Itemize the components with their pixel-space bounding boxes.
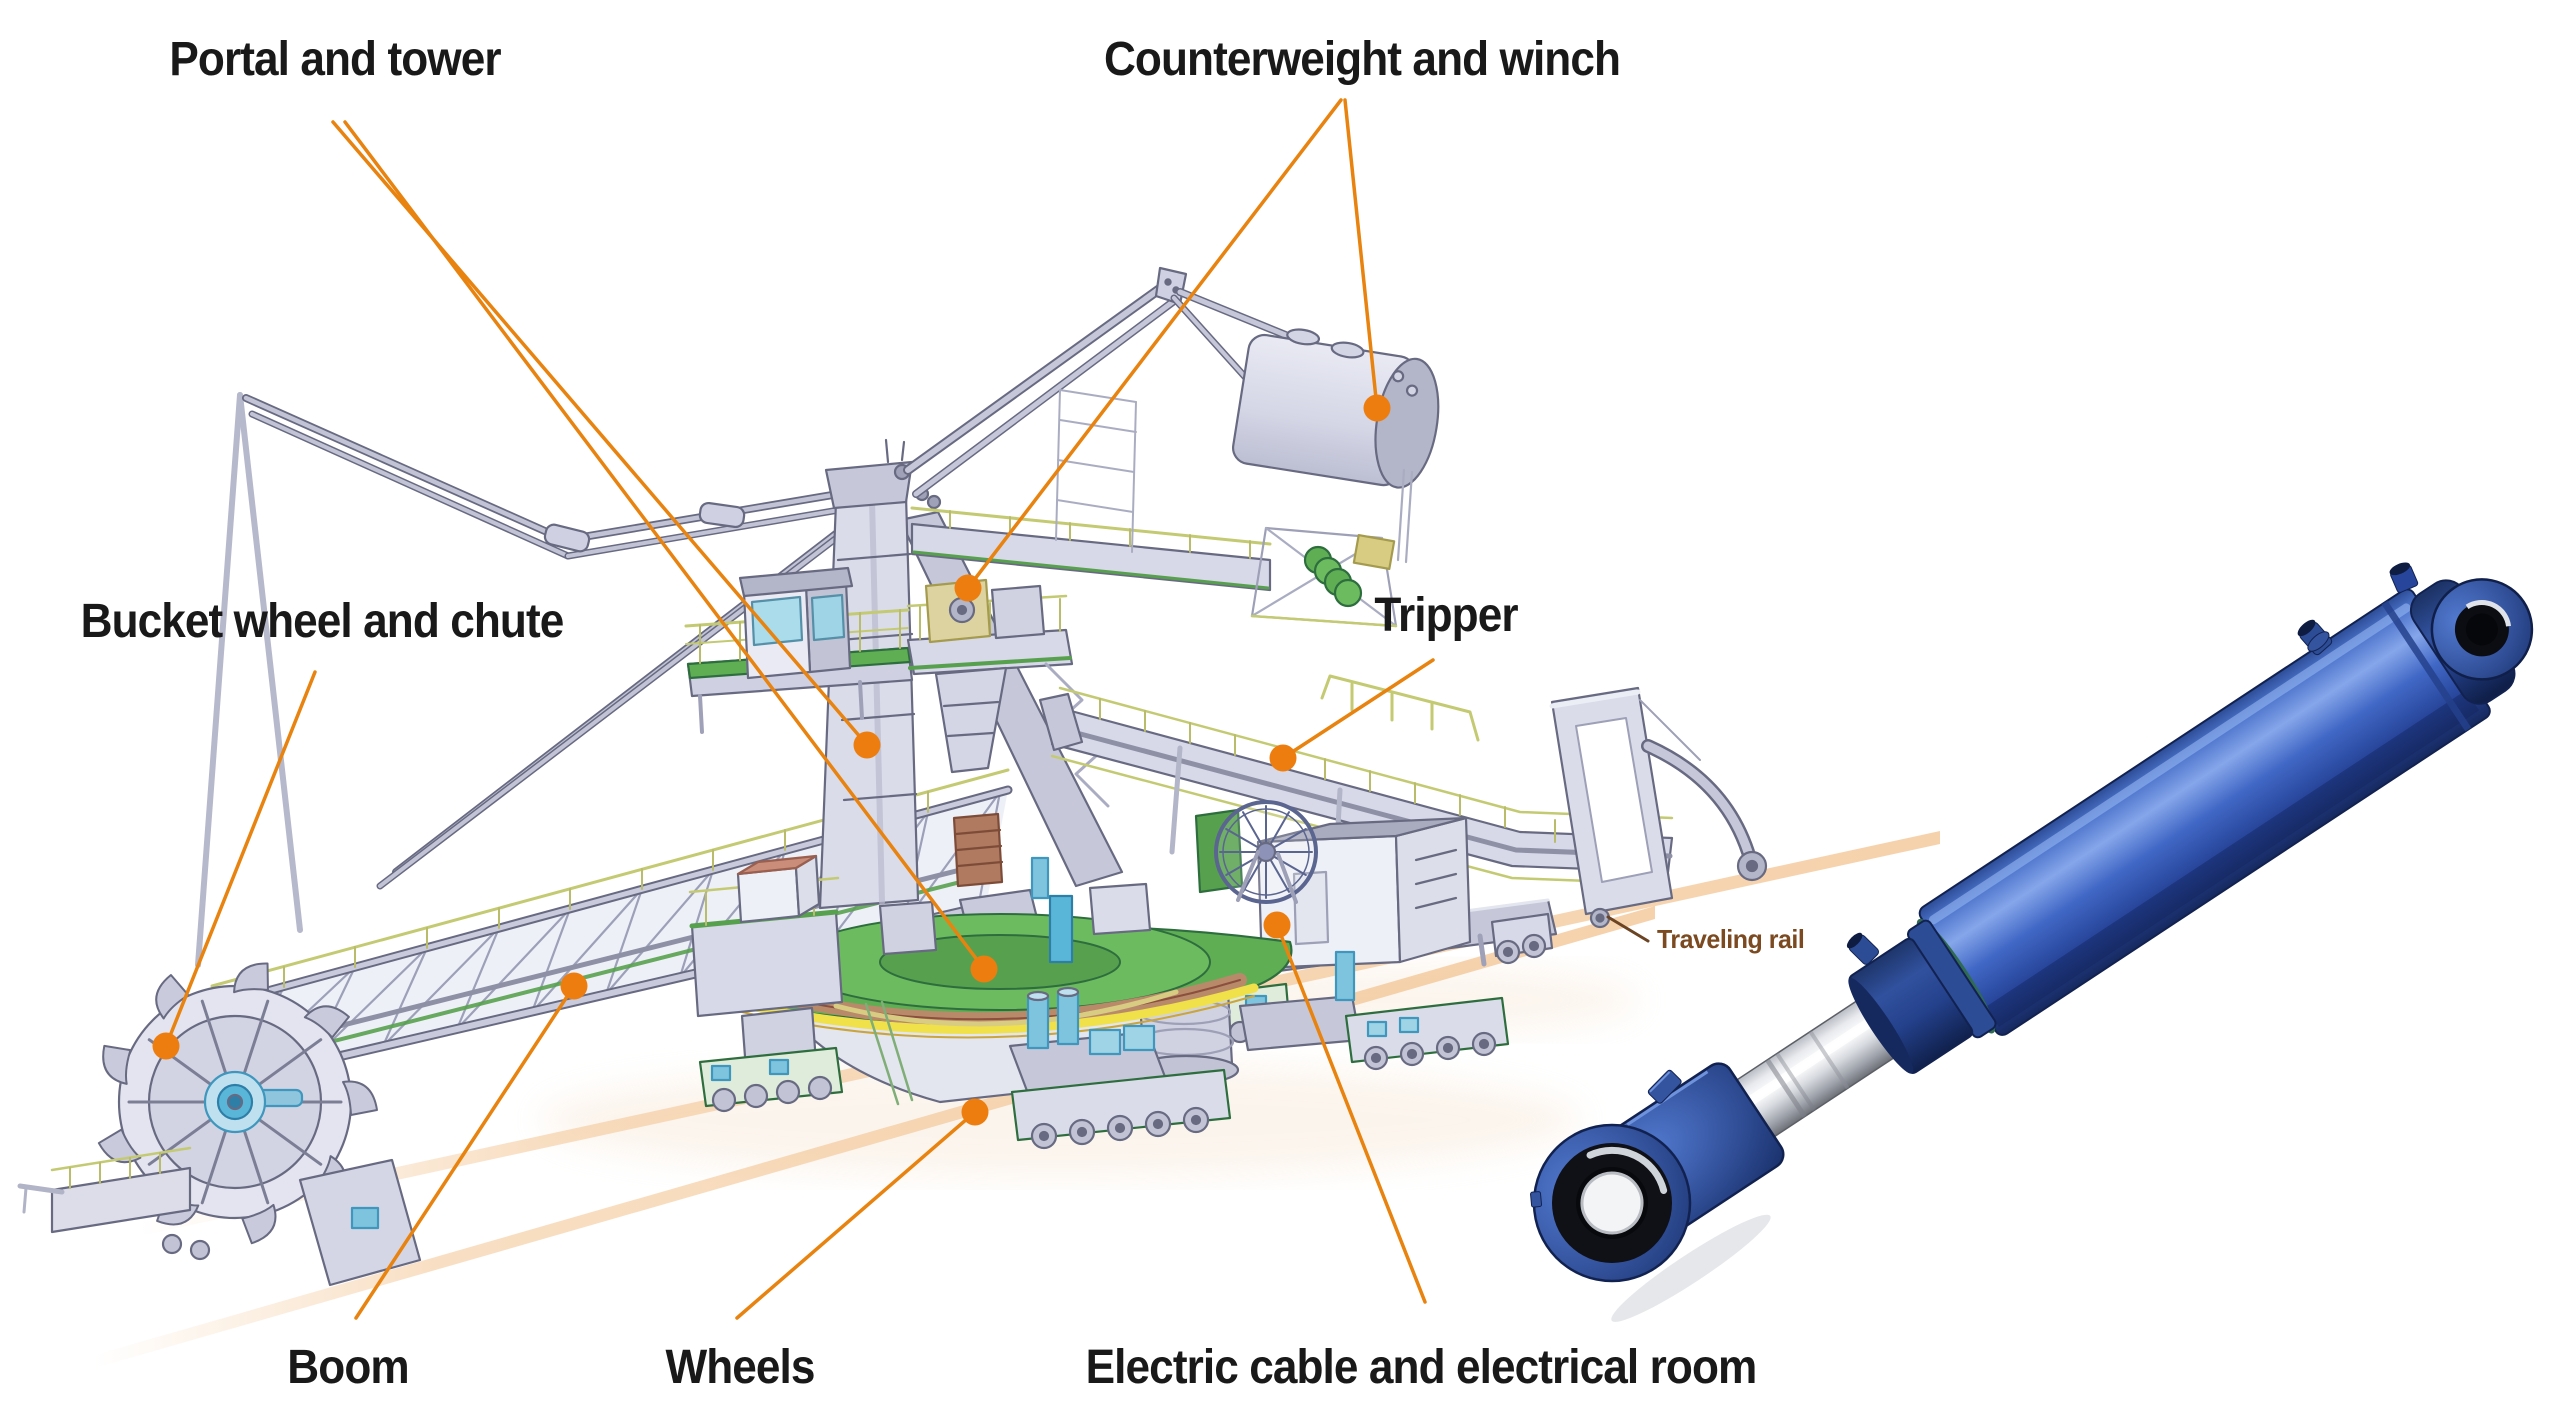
dot-portal-deck bbox=[970, 955, 998, 983]
head-eye-hole bbox=[2465, 613, 2498, 646]
right-crawler bbox=[1238, 950, 1510, 1071]
label-wheels: Wheels bbox=[665, 1341, 815, 1394]
winch-sheaves bbox=[1303, 545, 1363, 608]
eye-grease-nipple bbox=[1530, 1191, 1543, 1208]
hydraulic-cylinder-render bbox=[1530, 562, 2534, 1322]
head-plug-port bbox=[2389, 562, 2419, 593]
leader-electric bbox=[1275, 923, 1427, 1304]
leader-counterweight-to-drum bbox=[1343, 98, 1379, 410]
cab-window bbox=[810, 593, 846, 642]
label-portal-and-tower: Portal and tower bbox=[169, 33, 501, 86]
dot-tower bbox=[853, 731, 881, 759]
dot-tripper bbox=[1269, 744, 1297, 772]
gland-port bbox=[1846, 932, 1880, 965]
side-platform bbox=[688, 854, 844, 1113]
label-boom: Boom bbox=[287, 1341, 409, 1394]
tail-gantry bbox=[1549, 686, 1768, 929]
leader-portal-to-tower bbox=[331, 120, 869, 747]
label-bucket-wheel-and-chute: Bucket wheel and chute bbox=[80, 595, 565, 648]
cylinder-barrel bbox=[1918, 588, 2491, 1036]
leader-traveling-rail bbox=[1606, 915, 1650, 943]
dot-winch bbox=[954, 574, 982, 602]
dot-counterweight bbox=[1363, 394, 1391, 422]
leader-tripper bbox=[1281, 658, 1435, 760]
dot-bucket-wheel bbox=[152, 1032, 180, 1060]
barrel-port bbox=[2297, 619, 2333, 656]
dot-wheels bbox=[961, 1098, 989, 1126]
center-crawler bbox=[1008, 986, 1232, 1150]
clevis-tab bbox=[1647, 1069, 1682, 1104]
hoist-winch-platform bbox=[906, 578, 1110, 808]
slew-cylinder bbox=[1048, 894, 1074, 964]
callout-dots bbox=[152, 394, 1391, 1126]
label-traveling-rail: Traveling rail bbox=[1657, 924, 1805, 954]
leader-counterweight-to-winch bbox=[966, 98, 1343, 590]
operator-cab bbox=[684, 566, 914, 734]
rod-eye-hole bbox=[1582, 1173, 1642, 1233]
leader-portal-to-deck bbox=[343, 120, 986, 971]
electrical-room-door bbox=[1292, 870, 1330, 946]
label-tripper: Tripper bbox=[1374, 589, 1518, 642]
leader-bucket-wheel bbox=[164, 670, 317, 1048]
label-counterweight-and-winch: Counterweight and winch bbox=[1103, 33, 1621, 86]
label-electric-cable-and-electrical-room: Electric cable and electrical room bbox=[1085, 1341, 1758, 1394]
counterweight-assembly bbox=[903, 266, 1440, 628]
leader-wheels bbox=[735, 1110, 977, 1320]
stacker-reclaimer-machine bbox=[17, 266, 1768, 1287]
dot-electrical-room bbox=[1263, 911, 1291, 939]
callout-leader-lines bbox=[164, 98, 1435, 1320]
leader-boom bbox=[354, 984, 576, 1320]
cable-reel bbox=[1194, 800, 1318, 904]
cab-window bbox=[750, 595, 804, 647]
dot-boom bbox=[560, 972, 588, 1000]
